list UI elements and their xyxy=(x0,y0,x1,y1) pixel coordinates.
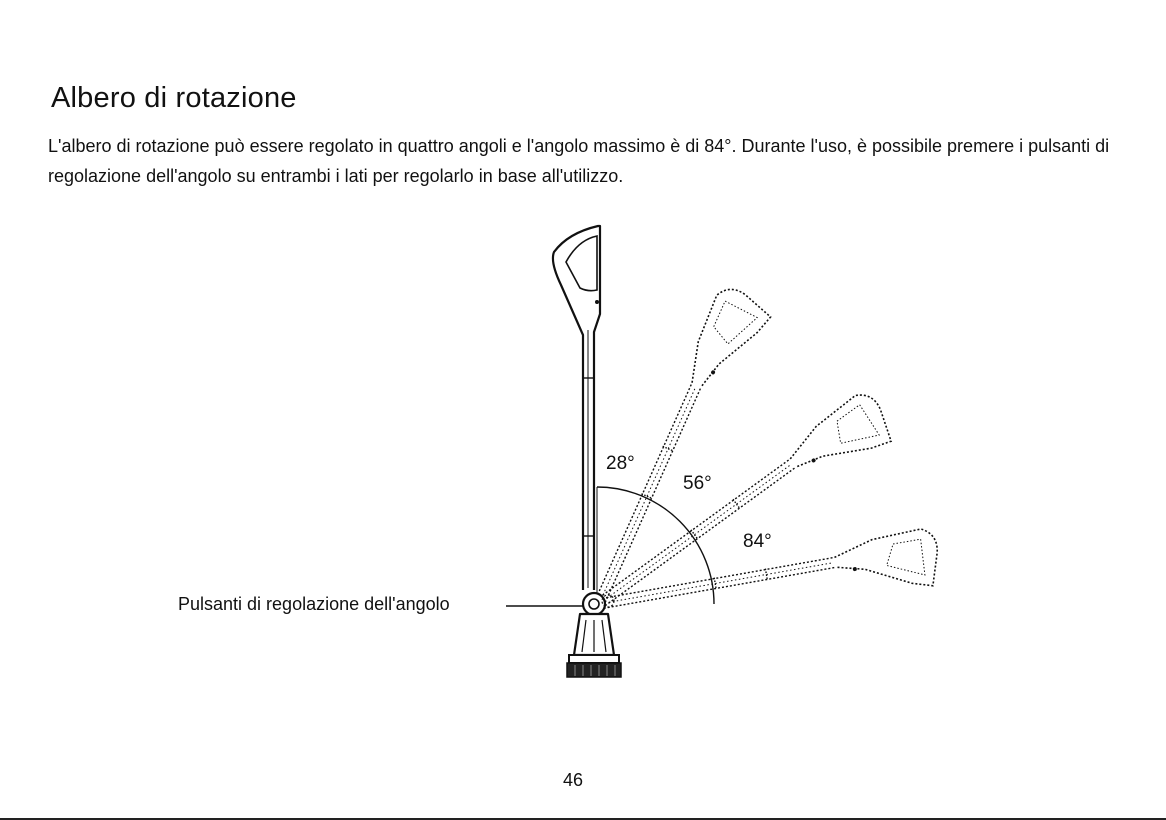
callout-label: Pulsanti di regolazione dell'angolo xyxy=(178,592,450,616)
angle-label-84: 84° xyxy=(743,530,772,554)
shaft-base xyxy=(567,614,621,677)
shaft-upright xyxy=(553,226,600,590)
angle-label-56: 56° xyxy=(683,472,712,496)
angle-adjustment-buttons xyxy=(583,593,614,615)
page-number: 46 xyxy=(563,768,583,792)
angle-label-28: 28° xyxy=(606,452,635,476)
shaft-position-56-deg xyxy=(588,388,899,636)
